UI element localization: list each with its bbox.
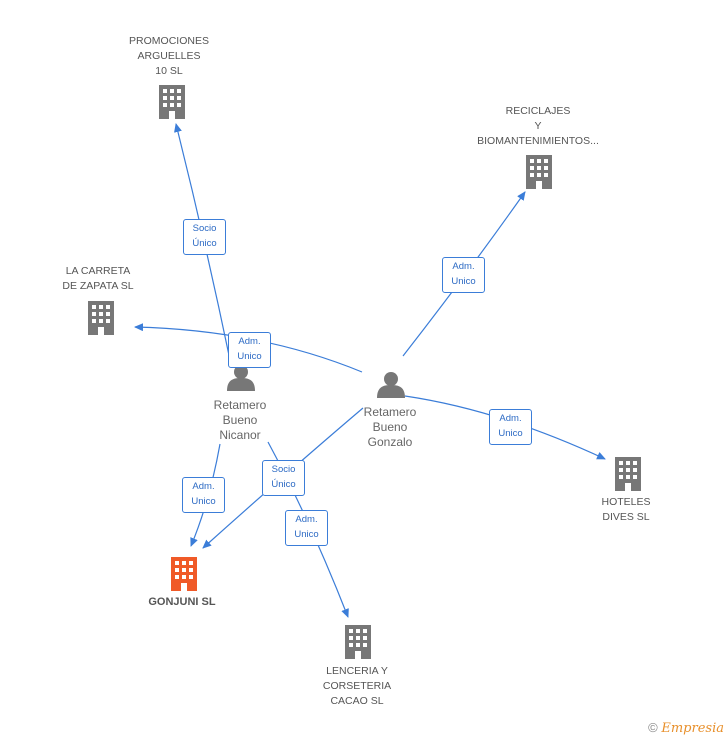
building-icon-hoteles[interactable]: [615, 457, 641, 491]
node-label-reciclajes[interactable]: RECICLAJES Y BIOMANTENIMIENTOS...: [477, 105, 599, 147]
building-icon-carreta[interactable]: [88, 301, 114, 335]
copyright-icon: ©: [648, 720, 658, 735]
edge-label-adm-unico: Adm. Unico: [442, 257, 485, 293]
building-icon-lenceria[interactable]: [345, 625, 371, 659]
person-icon-gonzalo[interactable]: [377, 372, 405, 398]
edge-label-socio-unico: Socio Único: [183, 219, 226, 255]
edge-label-adm-unico: Adm. Unico: [285, 510, 328, 546]
edge-label-socio-unico: Socio Único: [262, 460, 305, 496]
edge-label-adm-unico: Adm. Unico: [182, 477, 225, 513]
node-label-lenceria[interactable]: LENCERIA Y CORSETERIA CACAO SL: [322, 665, 392, 707]
node-label-gonjuni[interactable]: GONJUNI SL: [148, 596, 216, 608]
edge-label-adm-unico: Adm. Unico: [228, 332, 271, 368]
edge-label-adm-unico: Adm. Unico: [489, 409, 532, 445]
node-label-carreta[interactable]: LA CARRETA DE ZAPATA SL: [62, 265, 134, 292]
building-icon-promociones[interactable]: [159, 85, 185, 119]
brand-logo[interactable]: Empresia: [661, 721, 724, 736]
node-label-hoteles[interactable]: HOTELES DIVES SL: [601, 496, 651, 523]
building-icon-gonjuni[interactable]: [171, 557, 197, 591]
person-icon-nicanor[interactable]: [227, 365, 255, 391]
node-label-promociones[interactable]: PROMOCIONES ARGUELLES 10 SL: [129, 35, 209, 77]
building-icon-reciclajes[interactable]: [526, 155, 552, 189]
node-label-gonzalo[interactable]: Retamero Bueno Gonzalo: [363, 405, 417, 449]
node-label-nicanor[interactable]: Retamero Bueno Nicanor: [213, 398, 267, 442]
footer-brand: © Empresia: [648, 720, 724, 736]
